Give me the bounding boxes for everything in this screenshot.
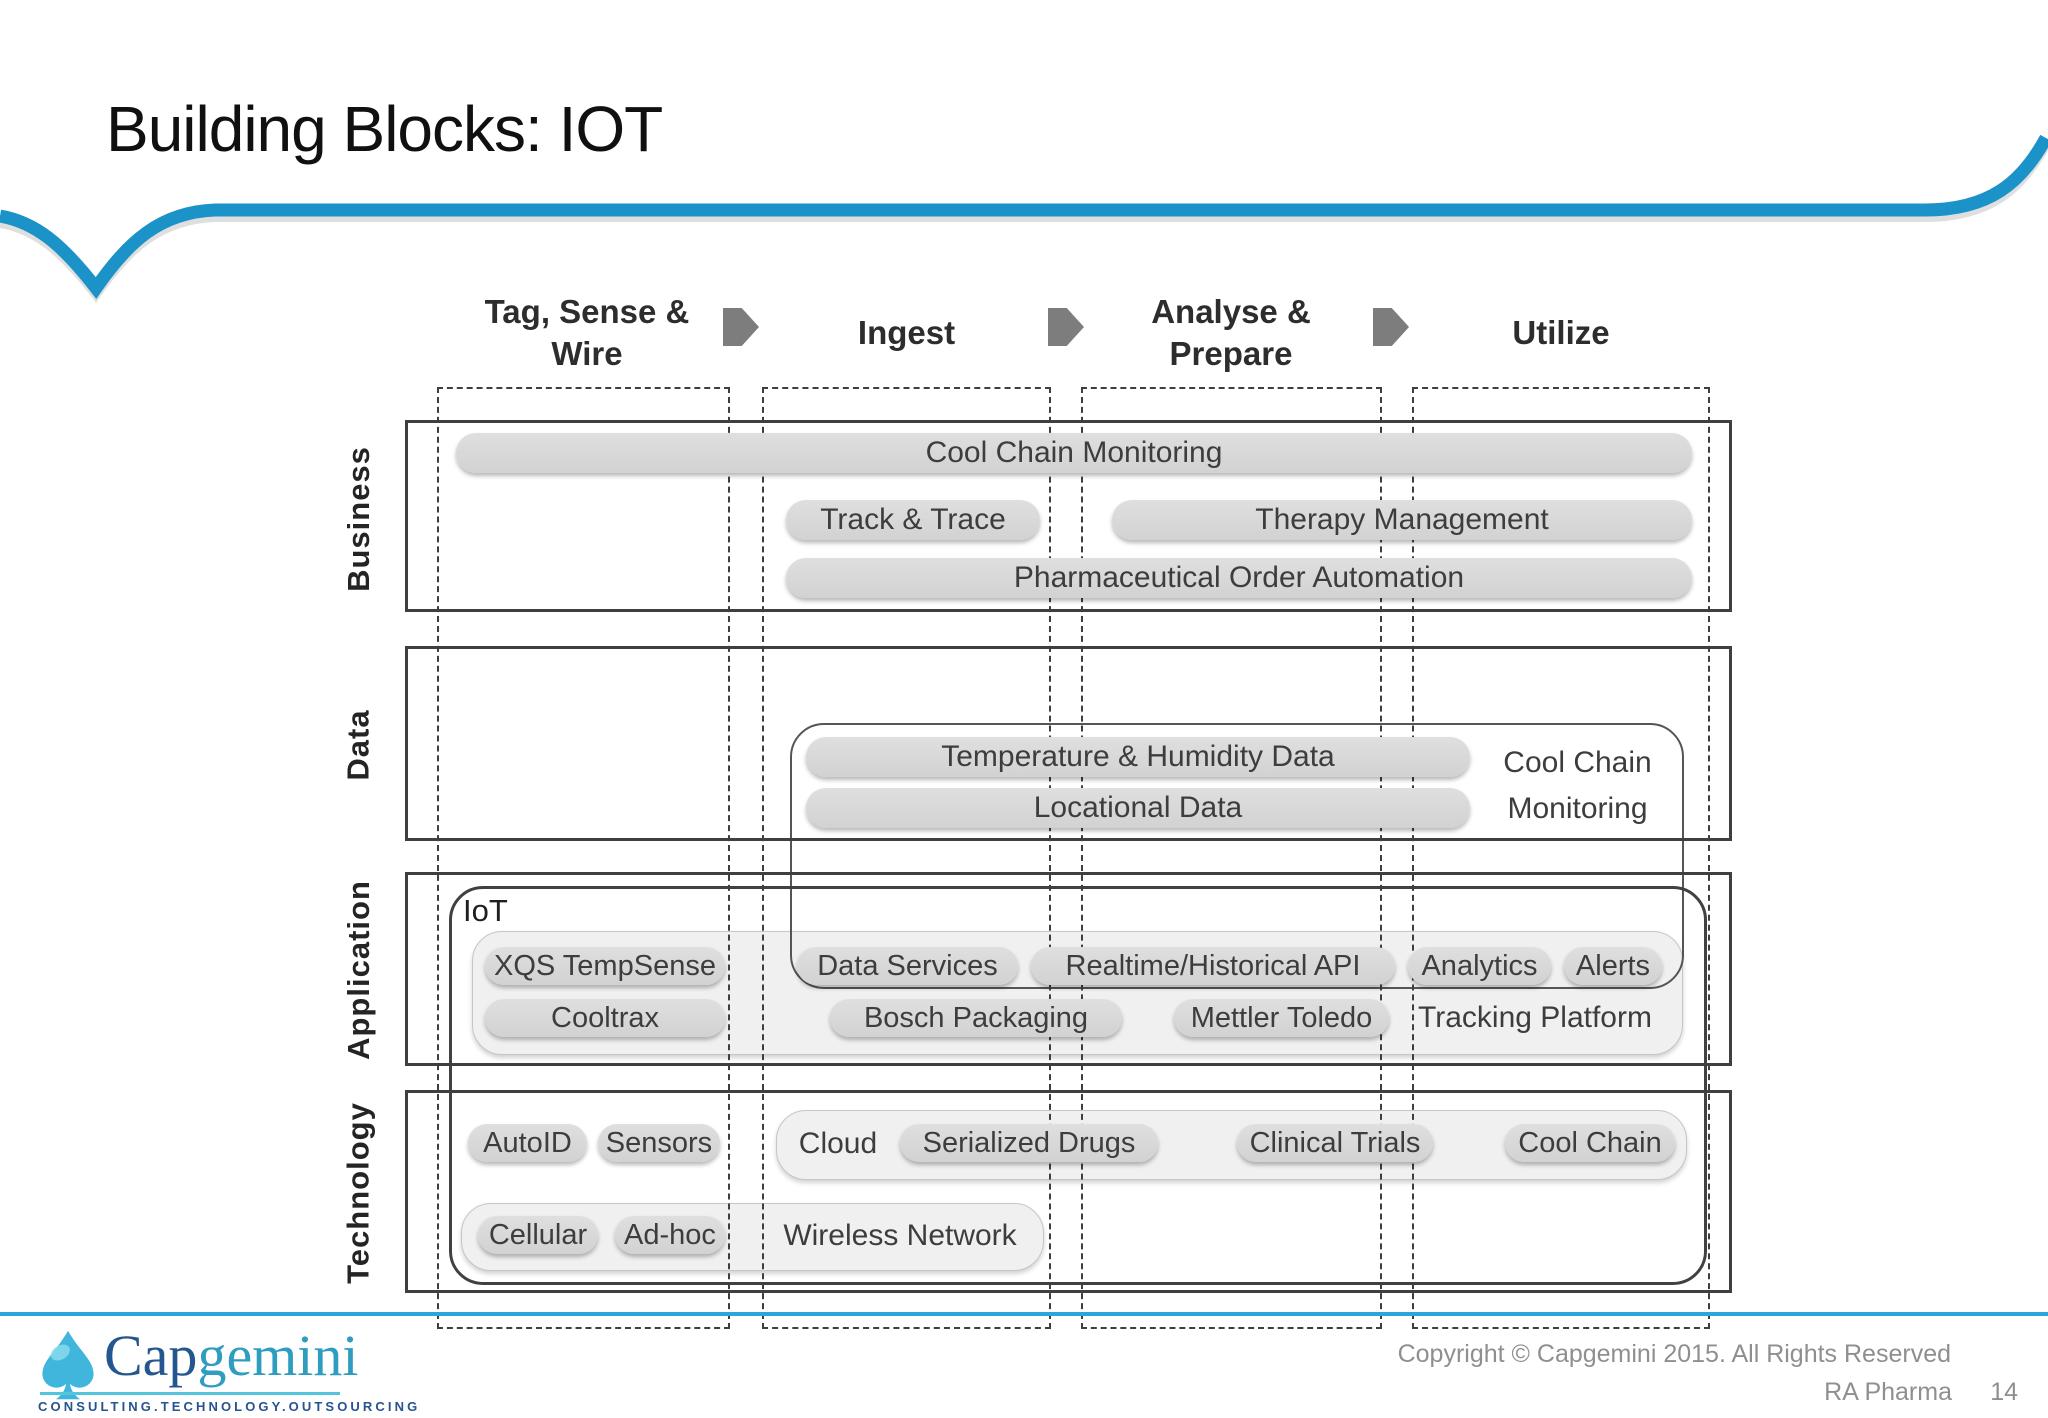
column-header-analyse-prepare: Analyse & Prepare <box>1081 285 1381 381</box>
row-label-application: Application <box>341 880 376 1060</box>
column-guide-analyse-prepare <box>1081 387 1382 1329</box>
business-row-box <box>405 420 1732 612</box>
footer-divider-line <box>0 1312 2048 1316</box>
row-label-business: Business <box>341 446 376 592</box>
copyright-text: Copyright © Capgemini 2015. All Rights R… <box>1397 1340 1951 1368</box>
pill-clinical-trials: Clinical Trials <box>1237 1124 1433 1162</box>
pill-adhoc: Ad-hoc <box>615 1216 725 1254</box>
pill-analytics: Analytics <box>1408 947 1551 985</box>
column-header-line: Prepare <box>1169 335 1293 372</box>
pill-alerts: Alerts <box>1564 947 1662 985</box>
tracking-platform-label: Tracking Platform <box>1418 1001 1652 1034</box>
page-number: 14 <box>1990 1378 2018 1406</box>
application-row-box <box>405 872 1732 1066</box>
wireless-network-label: Wireless Network <box>783 1219 1017 1252</box>
document-label: RA Pharma <box>1824 1378 1952 1406</box>
pill-cellular: Cellular <box>478 1216 598 1254</box>
logo-tagline: CONSULTING.TECHNOLOGY.OUTSOURCING <box>38 1399 421 1414</box>
cloud-group-label: Cloud <box>798 1127 878 1160</box>
pill-autoid: AutoID <box>468 1124 587 1162</box>
column-guide-utilize <box>1412 387 1710 1329</box>
column-header-line: Wire <box>551 335 623 372</box>
column-header-line: Analyse & <box>1151 293 1311 330</box>
logo-underline <box>40 1392 340 1395</box>
column-header-line: Ingest <box>857 314 956 351</box>
pill-data-services: Data Services <box>797 947 1018 985</box>
cool-chain-container-label: Cool Chain Monitoring <box>1480 740 1675 832</box>
capgemini-spade-icon <box>42 1330 94 1400</box>
page-title: Building Blocks: IOT <box>106 93 663 165</box>
column-header-ingest: Ingest <box>762 285 1051 381</box>
column-header-tag-sense-wire: Tag, Sense & Wire <box>437 285 737 381</box>
cool-chain-label-line: Monitoring <box>1507 792 1648 825</box>
logo-text-part: gemini <box>197 1323 359 1388</box>
iot-container <box>449 886 1707 1285</box>
column-guide-tag-sense-wire <box>437 387 730 1329</box>
pill-realtime-historical-api: Realtime/Historical API <box>1031 947 1395 985</box>
process-arrow-icon <box>1373 308 1409 346</box>
technology-row-box <box>405 1090 1732 1293</box>
capgemini-logo-wordmark: Capgemini <box>104 1322 359 1389</box>
logo-text-part: Cap <box>104 1323 198 1388</box>
row-label-technology: Technology <box>340 1102 376 1284</box>
pill-pharmaceutical-order-automation: Pharmaceutical Order Automation <box>786 558 1692 598</box>
pill-sensors: Sensors <box>598 1124 720 1162</box>
process-arrow-icon <box>1048 308 1084 346</box>
column-header-utilize: Utilize <box>1412 285 1710 381</box>
pill-cooltrax: Cooltrax <box>485 999 725 1037</box>
column-header-line: Utilize <box>1512 314 1610 351</box>
pill-bosch-packaging: Bosch Packaging <box>830 999 1122 1037</box>
pill-xqs-tempsense: XQS TempSense <box>485 947 725 985</box>
iot-container-label: IoT <box>463 893 508 928</box>
pill-track-trace: Track & Trace <box>786 500 1040 540</box>
data-row-box <box>405 646 1732 841</box>
pill-temperature-humidity-data: Temperature & Humidity Data <box>806 737 1470 777</box>
pill-mettler-toledo: Mettler Toledo <box>1174 999 1389 1037</box>
column-header-line: Tag, Sense & <box>484 293 690 330</box>
cool-chain-label-line: Cool Chain <box>1503 746 1652 779</box>
pill-cool-chain: Cool Chain <box>1505 1124 1675 1162</box>
column-guide-ingest <box>762 387 1051 1329</box>
pill-cool-chain-monitoring: Cool Chain Monitoring <box>456 433 1692 473</box>
pill-serialized-drugs: Serialized Drugs <box>900 1124 1158 1162</box>
row-label-data: Data <box>340 709 376 781</box>
process-arrow-icon <box>723 308 759 346</box>
pill-therapy-management: Therapy Management <box>1112 500 1692 540</box>
cool-chain-monitoring-container <box>790 723 1684 989</box>
pill-locational-data: Locational Data <box>806 788 1470 828</box>
